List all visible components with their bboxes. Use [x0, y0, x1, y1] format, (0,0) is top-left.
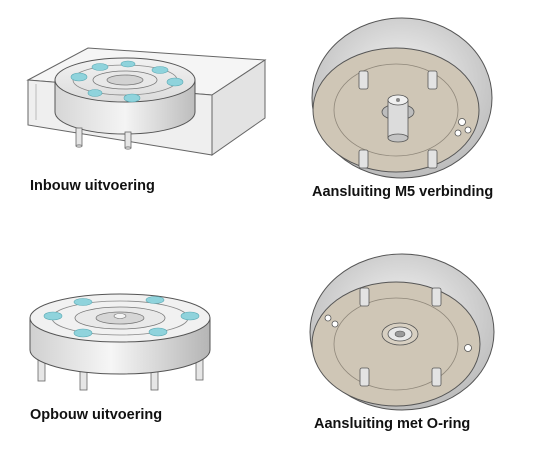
- opbouw-figure: [0, 270, 280, 405]
- post: [358, 149, 369, 169]
- side-hole: [331, 320, 339, 328]
- post: [359, 367, 370, 387]
- mount-hole-blue: [151, 66, 169, 74]
- post: [359, 287, 370, 307]
- pin: [75, 127, 83, 147]
- block-side-face: [211, 59, 266, 156]
- mount-hole-blue: [123, 93, 141, 103]
- mount-hole-blue: [145, 296, 165, 304]
- side-hole: [454, 129, 462, 137]
- inbouw-figure: [0, 0, 280, 190]
- side-hole: [464, 126, 472, 134]
- mount-hole-blue: [180, 311, 200, 321]
- mount-hole-blue: [148, 327, 168, 337]
- post: [431, 367, 442, 387]
- post: [427, 70, 438, 90]
- side-hole: [324, 314, 332, 322]
- m5-figure: [290, 0, 553, 190]
- caption-oring: Aansluiting met O-ring: [314, 416, 471, 432]
- oring-figure: [290, 240, 553, 415]
- pin: [124, 131, 132, 149]
- mount-hole-blue: [166, 77, 184, 87]
- mount-hole-blue: [70, 72, 88, 82]
- side-hole: [464, 344, 472, 352]
- caption-inbouw: Inbouw uitvoering: [30, 178, 155, 194]
- caption-opbouw: Opbouw uitvoering: [30, 407, 163, 423]
- mount-hole-blue: [87, 89, 103, 97]
- mount-hole-blue: [73, 328, 93, 338]
- side-hole: [458, 118, 466, 126]
- mount-hole-blue: [91, 63, 109, 71]
- m5-stub: [387, 99, 409, 139]
- mount-hole-blue: [43, 311, 63, 321]
- post: [358, 70, 369, 90]
- caption-m5: Aansluiting M5 verbinding: [312, 184, 494, 200]
- post: [427, 149, 438, 169]
- post: [431, 287, 442, 307]
- mount-hole-blue: [120, 60, 136, 68]
- mount-hole-blue: [73, 298, 93, 306]
